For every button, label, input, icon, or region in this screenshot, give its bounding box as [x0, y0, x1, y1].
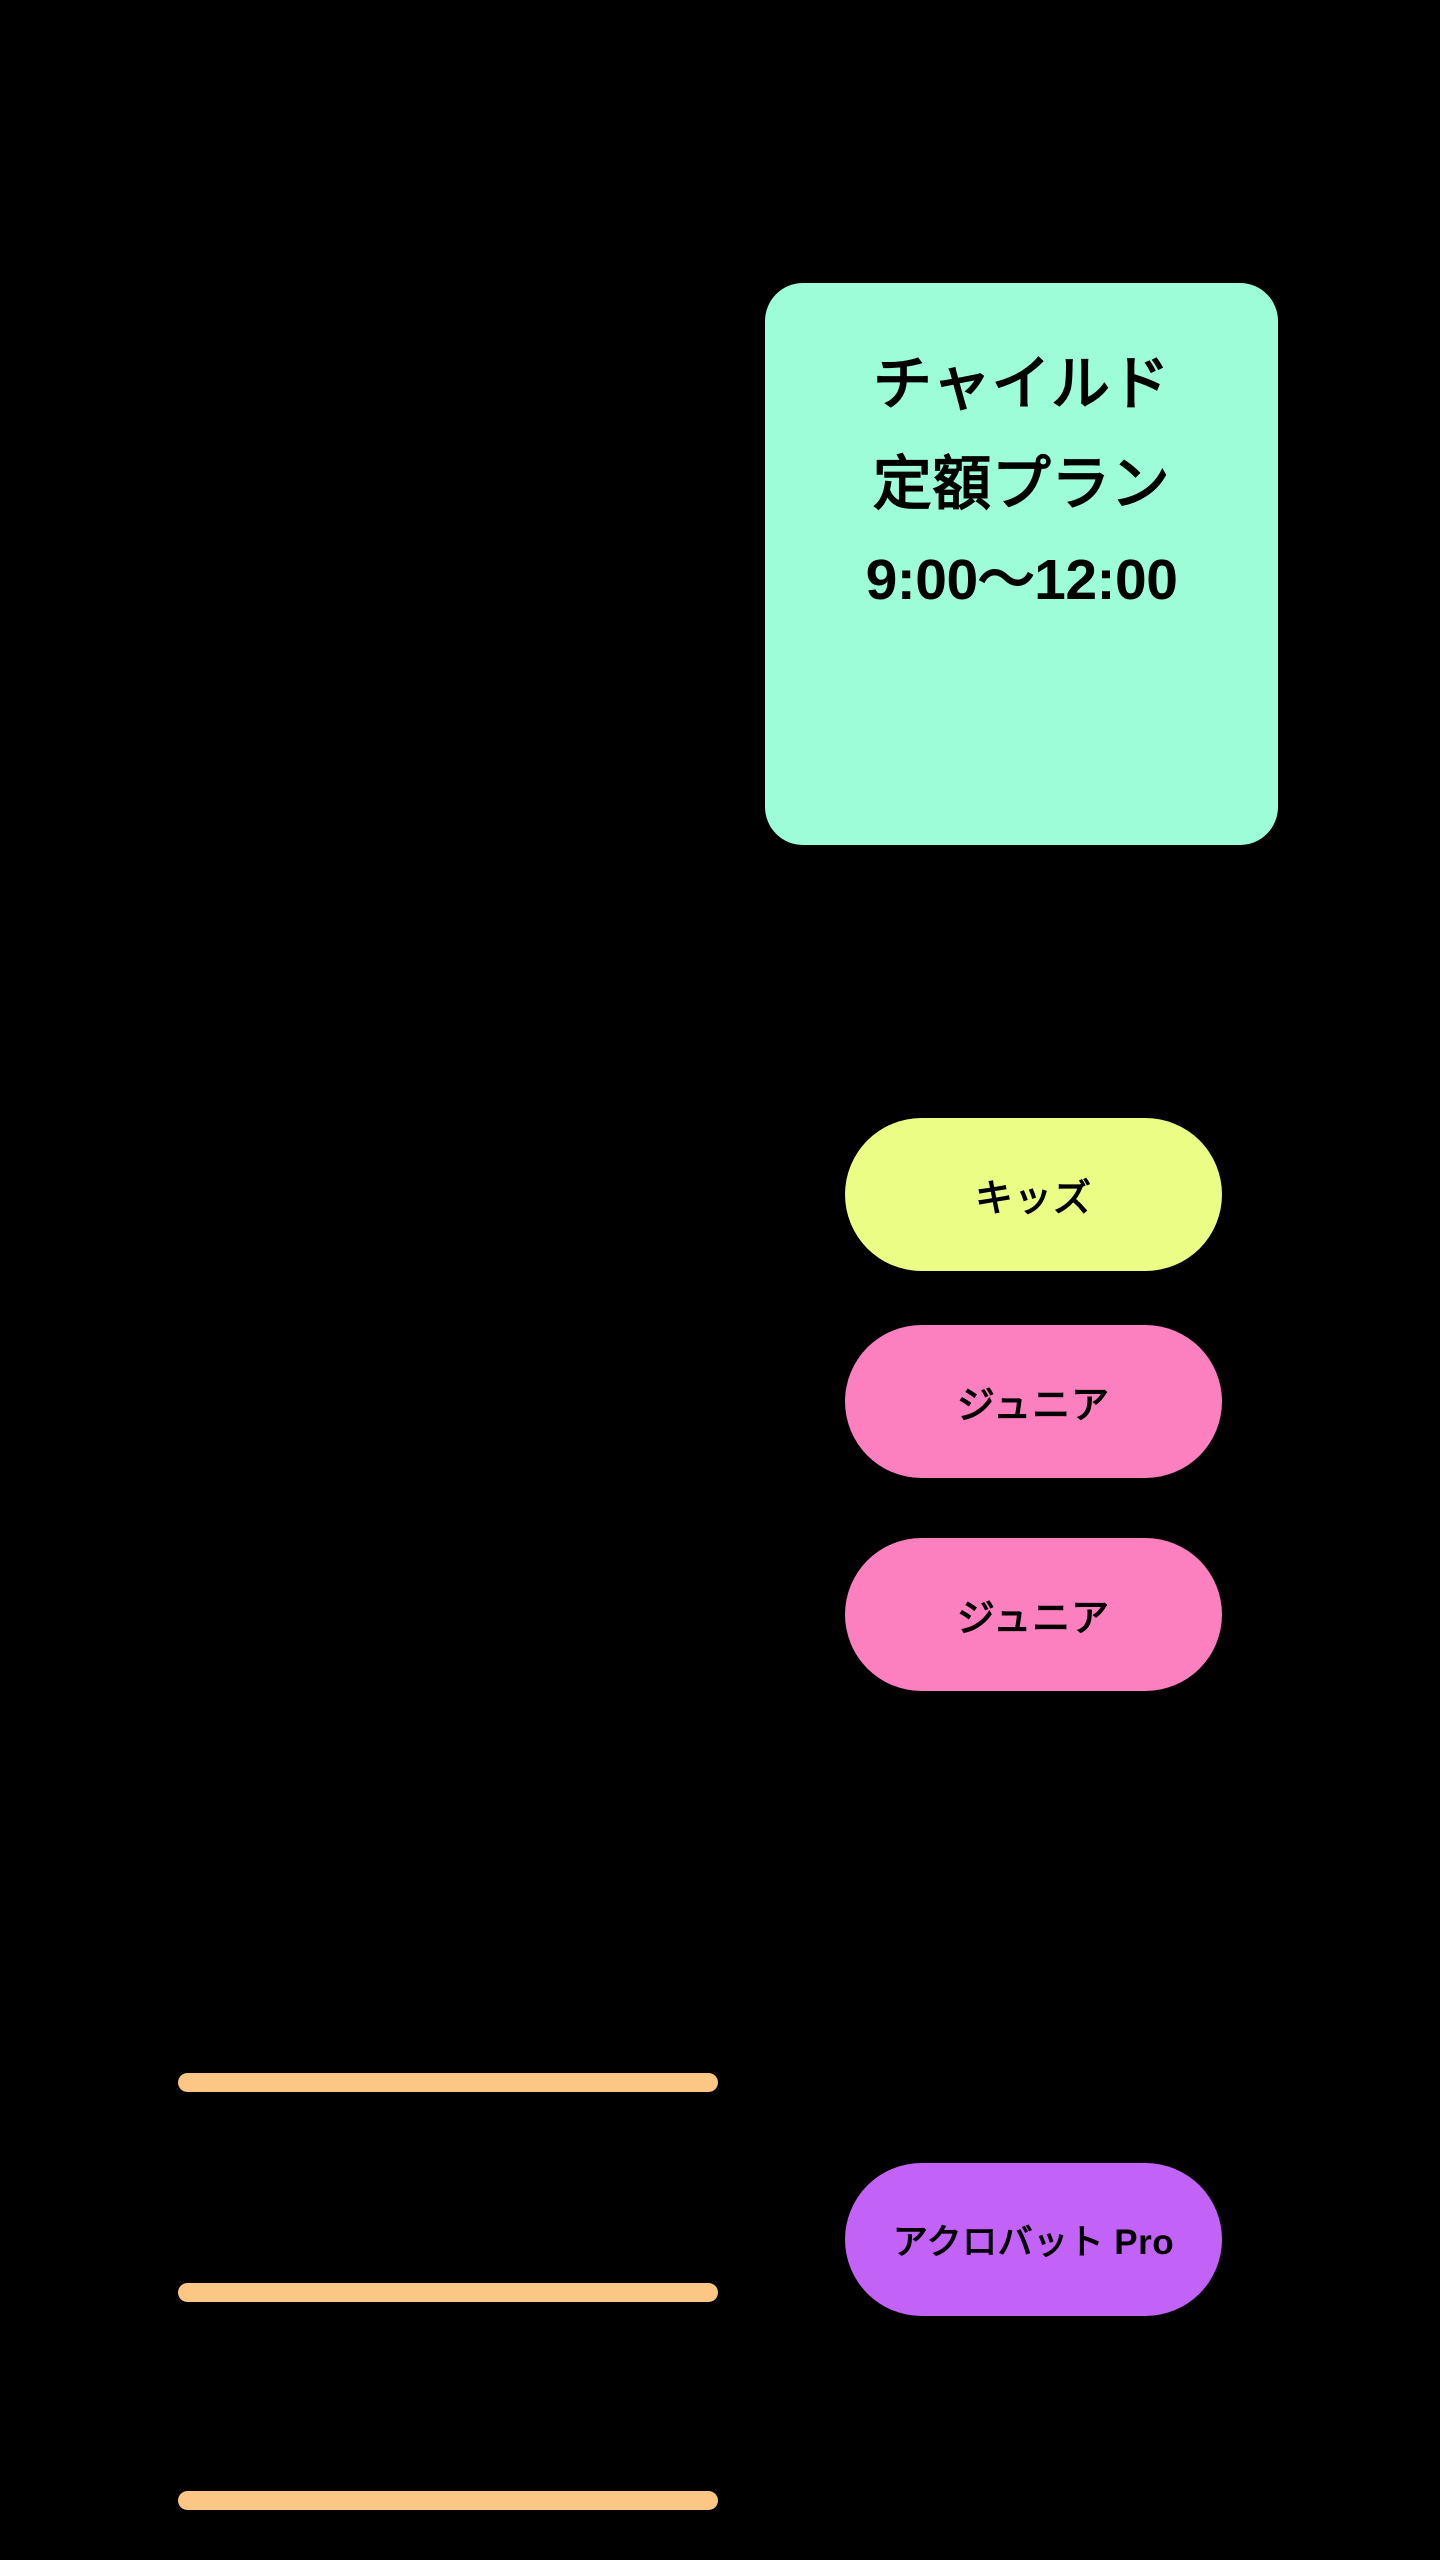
tag-pill-junior-1-label: ジュニア — [956, 1385, 1111, 1427]
tag-pill-junior-2[interactable]: ジュニア — [845, 1538, 1222, 1691]
tag-pill-kids[interactable]: キッズ — [845, 1118, 1222, 1271]
divider-bar-1 — [178, 2073, 718, 2092]
tag-pill-junior-2-label: ジュニア — [956, 1598, 1111, 1640]
plan-card-title-line-1: チャイルド — [873, 351, 1170, 417]
tag-pill-acrobat-pro-label: アクロバット Pro — [892, 2223, 1175, 2262]
divider-bar-3 — [178, 2491, 718, 2510]
plan-card-title-line-2: 定額プラン — [872, 451, 1171, 517]
tag-pill-junior-1[interactable]: ジュニア — [845, 1325, 1222, 1478]
tag-pill-kids-label: キッズ — [974, 1178, 1092, 1220]
plan-card-child-flat-rate[interactable]: チャイルド 定額プラン 9:00〜12:00 — [765, 283, 1278, 845]
tag-pill-acrobat-pro[interactable]: アクロバット Pro — [845, 2163, 1222, 2316]
plan-card-time-range: 9:00〜12:00 — [865, 548, 1178, 612]
divider-bar-2 — [178, 2283, 718, 2302]
